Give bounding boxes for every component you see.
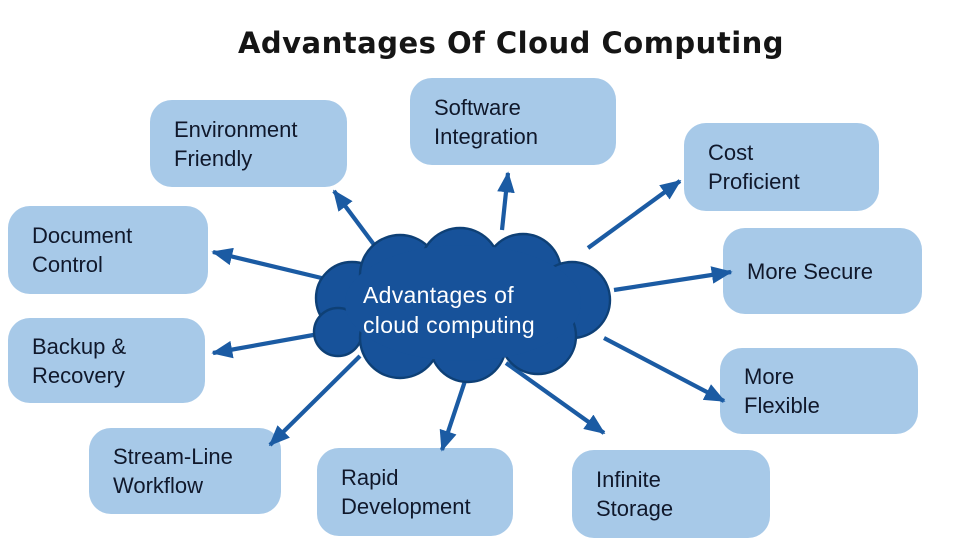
node-label: Stream-Line Workflow [113, 444, 233, 498]
arrow-to-rapid-development [439, 377, 468, 452]
node-document-control: Document Control [8, 206, 208, 294]
arrow-to-more-flexible [603, 336, 726, 403]
node-more-secure: More Secure [723, 228, 922, 314]
cloud-label: Advantages of cloud computing [363, 280, 535, 340]
node-label: More Secure [747, 258, 873, 284]
arrow-to-cost-proficient [586, 179, 682, 250]
page-title: Advantages Of Cloud Computing [237, 26, 785, 60]
node-label: Backup & Recovery [32, 333, 127, 388]
cloud-label-line2: cloud computing [363, 312, 535, 338]
cloud-label-line1: Advantages of [363, 282, 514, 308]
node-label: Cost Proficient [708, 140, 800, 194]
arrow-to-software-integration [497, 171, 515, 231]
node-environment-friendly: Environment Friendly [150, 100, 347, 187]
node-label: Environment Friendly [174, 116, 298, 171]
node-streamline-workflow: Stream-Line Workflow [89, 428, 281, 514]
node-label: More Flexible [744, 364, 820, 418]
node-label: Software Integration [434, 94, 538, 149]
node-rapid-development: Rapid Development [317, 448, 513, 536]
node-label: Infinite Storage [596, 467, 674, 521]
node-backup-recovery: Backup & Recovery [8, 318, 205, 403]
node-label: Document Control [32, 223, 133, 277]
node-software-integration: Software Integration [410, 78, 616, 165]
arrow-to-backup-recovery [211, 329, 331, 359]
node-cost-proficient: Cost Proficient [684, 123, 879, 211]
arrow-to-environment-friendly [332, 189, 377, 248]
node-more-flexible: More Flexible [720, 348, 918, 434]
arrow-to-streamline-workflow [268, 354, 362, 447]
node-infinite-storage: Infinite Storage [572, 450, 770, 538]
arrow-to-infinite-storage [504, 361, 606, 435]
arrow-to-more-secure [613, 266, 733, 293]
arrow-to-document-control [211, 247, 335, 284]
node-label: Rapid Development [341, 465, 471, 519]
